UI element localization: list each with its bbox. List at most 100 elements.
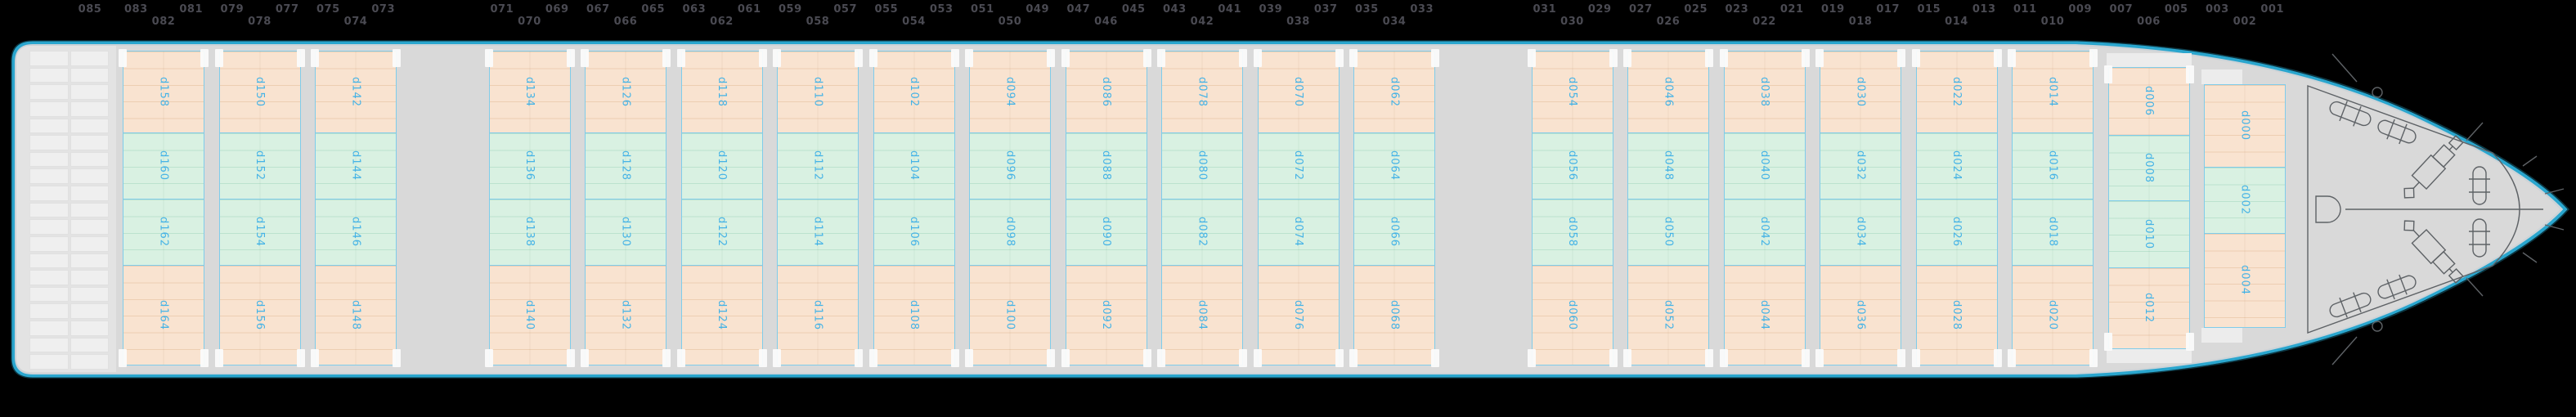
cabin-block[interactable]: d002 [2204,167,2286,234]
cabin-block[interactable]: d054 [1531,51,1613,133]
cabin-block[interactable]: d016 [2012,132,2094,200]
cabin-block[interactable]: d120 [680,132,763,200]
cabin-id-label: d108 [908,299,920,331]
door-notch [1142,49,1151,67]
cabin-block[interactable]: d156 [218,265,301,365]
cabin-block[interactable]: d154 [218,199,301,266]
cabin-block[interactable]: d144 [315,132,397,200]
cabin-block[interactable]: d108 [873,265,955,365]
cabin-block[interactable]: d132 [585,265,666,365]
frame-number: 005 [2164,3,2188,16]
cabin-block[interactable]: d004 [2204,233,2286,328]
cabin-block[interactable]: d032 [1820,132,1901,200]
cabin-block[interactable]: d064 [1353,132,1435,200]
cabin-block[interactable]: d040 [1723,132,1806,200]
cabin-block[interactable]: d122 [680,199,763,266]
cabin-block[interactable]: d024 [1915,132,1998,200]
cabin-block[interactable]: d038 [1723,51,1806,133]
cabin-block[interactable]: d000 [2204,84,2286,168]
cabin-block[interactable]: d030 [1820,51,1901,133]
cabin-block[interactable]: d146 [315,199,397,266]
stern-grid-cell [29,354,69,370]
cabin-block[interactable]: d150 [218,51,301,133]
cabin-block[interactable]: d096 [969,132,1051,200]
cabin-block[interactable]: d094 [969,51,1051,133]
cabin-block[interactable]: d112 [777,132,859,200]
cabin-block[interactable]: d088 [1065,132,1147,200]
cabin-block[interactable]: d044 [1723,265,1806,365]
cabin-block[interactable]: d126 [585,51,666,133]
frame-number: 019 [1821,3,1845,16]
door-notch [965,49,973,67]
cabin-block[interactable]: d130 [585,199,666,266]
cabin-block[interactable]: d034 [1820,199,1901,266]
cabin-block[interactable]: d048 [1627,132,1709,200]
cabin-block[interactable]: d018 [2012,199,2094,266]
cabin-block[interactable]: d022 [1915,51,1998,133]
cabin-block[interactable]: d138 [488,199,571,266]
cabin-block[interactable]: d152 [218,132,301,200]
cabin-block[interactable]: d028 [1915,265,1998,365]
cabin-block[interactable]: d118 [680,51,763,133]
door-notch [1431,49,1439,67]
cabin-block[interactable]: d074 [1257,199,1340,266]
cabin-block[interactable]: d140 [488,265,571,365]
cabin-block[interactable]: d078 [1161,51,1243,133]
cabin-block[interactable]: d116 [777,265,859,365]
hull-outline-pale [15,44,2563,374]
cabin-block[interactable]: d076 [1257,265,1340,365]
cabin-block[interactable]: d036 [1820,265,1901,365]
cabin-block[interactable]: d060 [1531,265,1613,365]
cabin-block[interactable]: d092 [1065,265,1147,365]
cabin-block[interactable]: d102 [873,51,955,133]
cabin-block[interactable]: d082 [1161,199,1243,266]
cabin-block[interactable]: d068 [1353,265,1435,365]
cabin-block[interactable]: d110 [777,51,859,133]
cabin-block[interactable]: d162 [123,199,204,266]
cabin-block[interactable]: d080 [1161,132,1243,200]
cabin-block[interactable]: d012 [2107,267,2190,349]
cabin-block[interactable]: d006 [2107,67,2190,136]
cabin-block[interactable]: d136 [488,132,571,200]
cabin-block[interactable]: d008 [2107,135,2190,201]
cabin-block[interactable]: d010 [2107,200,2190,268]
cabin-block[interactable]: d106 [873,199,955,266]
cabin-block[interactable]: d128 [585,132,666,200]
cabin-block[interactable]: d046 [1627,51,1709,133]
cabin-block[interactable]: d042 [1723,199,1806,266]
cabin-block[interactable]: d124 [680,265,763,365]
cabin-block[interactable]: d014 [2012,51,2094,133]
cabin-block[interactable]: d160 [123,132,204,200]
cabin-id-label: d060 [1566,299,1578,331]
cabin-id-label: d044 [1758,299,1770,331]
door-notch [1157,349,1165,367]
cabin-block[interactable]: d058 [1531,199,1613,266]
cabin-block[interactable]: d104 [873,132,955,200]
cabin-block[interactable]: d164 [123,265,204,365]
cabin-block[interactable]: d098 [969,199,1051,266]
cabin-block[interactable]: d050 [1627,199,1709,266]
mooring-winch-icon [2377,119,2417,145]
cabin-block[interactable]: d052 [1627,265,1709,365]
cabin-block[interactable]: d142 [315,51,397,133]
cabin-block[interactable]: d134 [488,51,571,133]
cabin-block[interactable]: d086 [1065,51,1147,133]
cabin-block[interactable]: d020 [2012,265,2094,365]
cabin-block[interactable]: d026 [1915,199,1998,266]
cabin-block[interactable]: d062 [1353,51,1435,133]
cabin-block[interactable]: d066 [1353,199,1435,266]
cabin-block[interactable]: d084 [1161,265,1243,365]
cabin-block[interactable]: d158 [123,51,204,133]
cabin-block[interactable]: d070 [1257,51,1340,133]
cabin-block[interactable]: d072 [1257,132,1340,200]
cabin-block[interactable]: d056 [1531,132,1613,200]
cabin-block[interactable]: d114 [777,199,859,266]
cabin-block[interactable]: d148 [315,265,397,365]
cabin-block[interactable]: d100 [969,265,1051,365]
cabin-block[interactable]: d090 [1065,199,1147,266]
